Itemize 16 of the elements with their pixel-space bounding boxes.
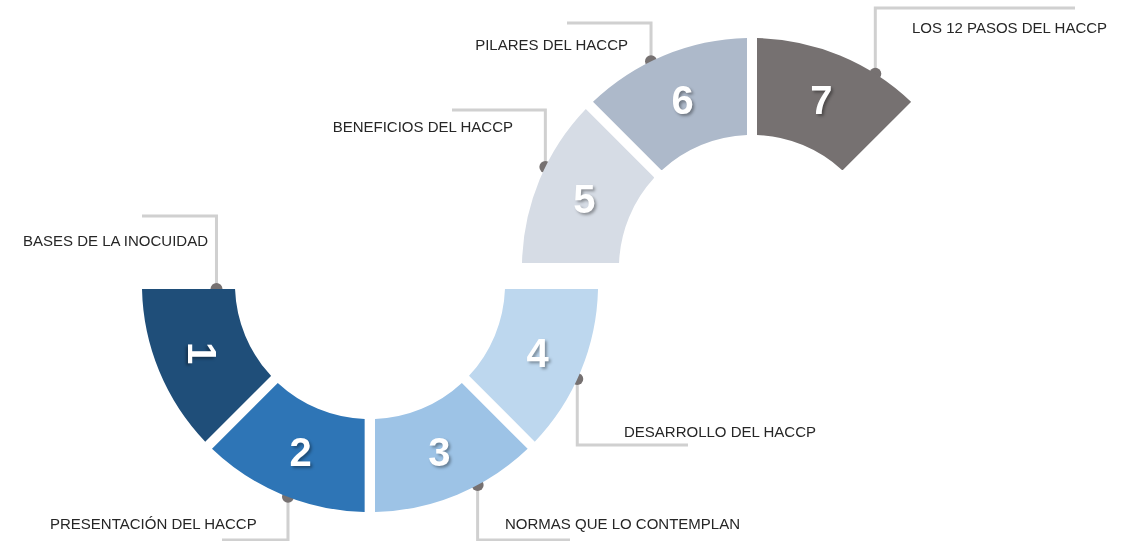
step-label: LOS 12 PASOS DEL HACCP (912, 19, 1108, 36)
step-label: NORMAS QUE LO CONTEMPLAN (505, 515, 741, 532)
step-label: PILARES DEL HACCP (475, 36, 628, 53)
leader-line (471, 479, 570, 541)
step-number: 2 (289, 431, 312, 472)
step-label: BENEFICIOS DEL HACCP (332, 118, 513, 135)
step-number: 6 (671, 80, 694, 121)
step-number: 3 (428, 431, 451, 472)
step-number: 5 (573, 178, 596, 219)
step-label: BASES DE LA INOCUIDAD (22, 232, 208, 249)
step-label: DESARROLLO DEL HACCP (624, 423, 816, 440)
step-number: 4 (526, 333, 549, 374)
step-number: 1 (182, 342, 223, 365)
step-label: PRESENTACIÓN DEL HACCP (50, 515, 257, 532)
step-number: 7 (810, 80, 833, 121)
leader-line (869, 6, 1075, 80)
